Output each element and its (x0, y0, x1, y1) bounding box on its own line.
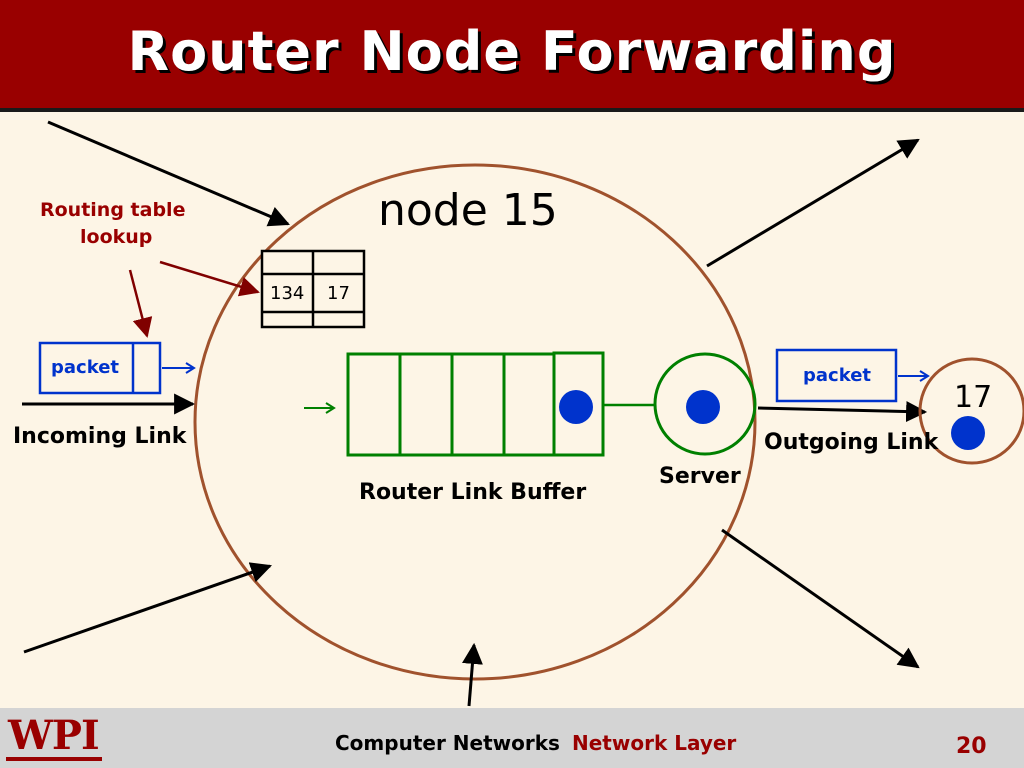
link-bottom (461, 642, 483, 707)
title-bar (0, 0, 1024, 112)
buffer-slot-2 (398, 352, 454, 457)
incoming-link-label: Incoming Link (13, 424, 187, 449)
link-upper-right (706, 138, 920, 268)
outgoing-packet-label: packet (803, 365, 872, 386)
footer-bar (0, 708, 1024, 768)
wpi-logo-underline (6, 757, 102, 761)
incoming-packet-label: packet (51, 357, 120, 378)
server-label: Server (659, 464, 741, 489)
node-label: node 15 (378, 185, 558, 236)
page-number: 20 (956, 734, 987, 759)
next-node-circle (918, 357, 1024, 465)
server-packet-dot (686, 390, 720, 424)
router-node-circle (193, 163, 757, 681)
outgoing-packet-box (775, 348, 898, 403)
wpi-logo: WPI (8, 712, 100, 759)
buffer-slot-1 (346, 352, 402, 457)
link-lower-right (721, 528, 920, 669)
next-node-label: 17 (954, 380, 993, 415)
incoming-packet-box (38, 341, 162, 395)
link-upper-left (47, 120, 290, 227)
footer-topic: Network Layer (572, 731, 737, 755)
buffer-slot-4 (502, 352, 556, 457)
next-node-packet-dot (951, 416, 985, 450)
incoming-packet-arrowhead (185, 362, 196, 374)
routing-arrow-to-table (159, 260, 260, 297)
link-lower-left (23, 562, 272, 654)
routing-label-line2: lookup (80, 226, 153, 248)
server-circle (653, 352, 757, 456)
slide-title: Router Node Forwarding (127, 20, 897, 83)
footer-course: Computer Networks (335, 731, 560, 755)
routing-label-line1: Routing table (40, 199, 186, 221)
outgoing-packet-arrowhead (919, 370, 930, 382)
buffered-packet-dot (559, 390, 593, 424)
buffer-entry-arrowhead (325, 402, 336, 414)
routing-table-destination: 134 (270, 283, 305, 304)
outgoing-link-arrow (757, 401, 928, 423)
routing-table-next-hop: 17 (327, 283, 350, 304)
buffer-slot-3 (450, 352, 506, 457)
outgoing-link-label: Outgoing Link (764, 430, 939, 455)
routing-arrow-to-packet (128, 269, 153, 338)
buffer-label: Router Link Buffer (359, 480, 587, 505)
